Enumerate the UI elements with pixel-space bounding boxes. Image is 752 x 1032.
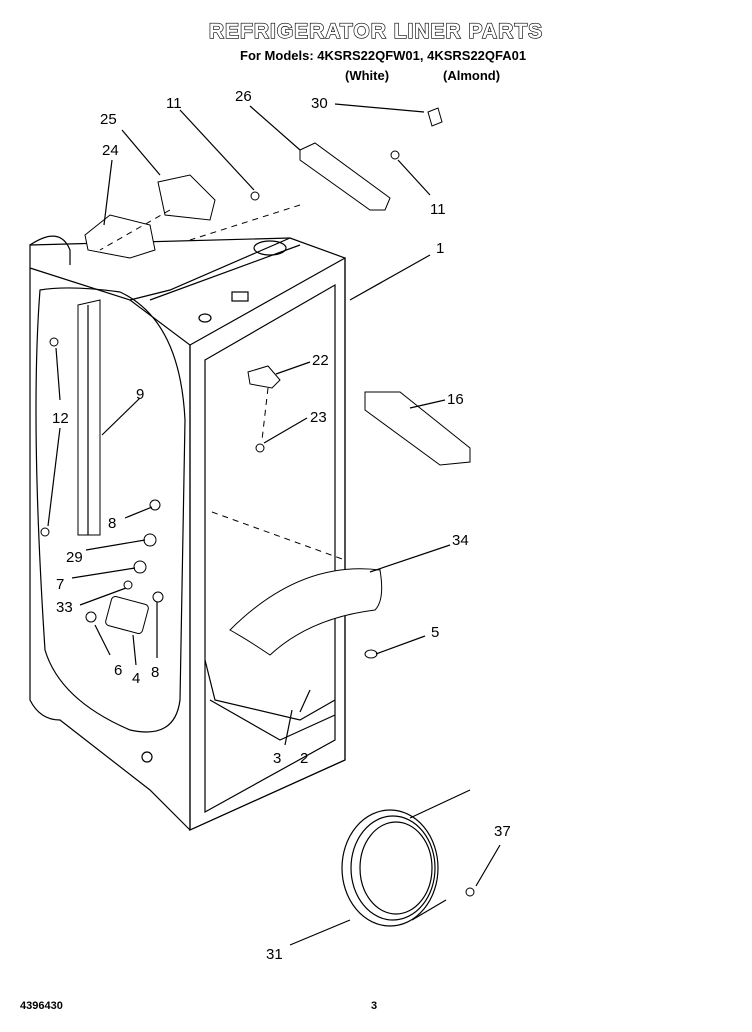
callout-23: 23 bbox=[310, 409, 327, 426]
small-bracket-part bbox=[247, 365, 281, 389]
callout-30: 30 bbox=[311, 95, 328, 112]
callout-11-left: 11 bbox=[166, 95, 182, 112]
callout-16: 16 bbox=[447, 391, 464, 408]
callout-26: 26 bbox=[235, 88, 252, 105]
grille-part bbox=[105, 595, 149, 635]
callout-1: 1 bbox=[436, 240, 444, 257]
page-number: 3 bbox=[371, 1000, 378, 1012]
rail-part bbox=[299, 142, 391, 211]
variant-almond: (Almond) bbox=[443, 68, 501, 83]
callout-22: 22 bbox=[312, 352, 329, 369]
callout-4: 4 bbox=[132, 670, 140, 687]
callout-labels: 1 2 3 4 5 6 7 8 8 9 11 11 12 16 22 23 24… bbox=[52, 88, 511, 963]
callout-25: 25 bbox=[100, 111, 117, 128]
document-number: 4396430 bbox=[20, 1000, 63, 1012]
callout-31: 31 bbox=[266, 946, 283, 963]
callout-8-upper: 8 bbox=[108, 515, 116, 532]
fastener-icons bbox=[40, 107, 475, 897]
callout-11-right: 11 bbox=[430, 201, 446, 218]
callout-33: 33 bbox=[56, 599, 73, 616]
variant-white: (White) bbox=[345, 68, 390, 83]
callout-2: 2 bbox=[300, 750, 308, 767]
callout-37: 37 bbox=[494, 823, 511, 840]
cover-part bbox=[229, 568, 383, 656]
callout-34: 34 bbox=[452, 532, 469, 549]
callout-24: 24 bbox=[102, 142, 119, 159]
coil-part bbox=[341, 789, 471, 927]
callout-8-lower: 8 bbox=[151, 664, 159, 681]
callout-3: 3 bbox=[273, 750, 281, 767]
callout-9: 9 bbox=[136, 386, 144, 403]
bracket-part bbox=[157, 174, 216, 221]
liner-cabinet bbox=[29, 235, 346, 831]
vertical-trim-strip bbox=[77, 299, 101, 536]
shelf-support-part bbox=[364, 391, 471, 466]
callout-6: 6 bbox=[114, 662, 122, 679]
callout-7: 7 bbox=[56, 576, 64, 593]
callout-12: 12 bbox=[52, 410, 69, 427]
callout-29: 29 bbox=[66, 549, 83, 566]
diagram-title: REFRIGERATOR LINER PARTS bbox=[208, 19, 544, 43]
models-line: For Models: 4KSRS22QFW01, 4KSRS22QFA01 bbox=[240, 48, 527, 63]
callout-5: 5 bbox=[431, 624, 439, 641]
leader-lines bbox=[47, 103, 501, 946]
housing-part bbox=[84, 214, 156, 259]
